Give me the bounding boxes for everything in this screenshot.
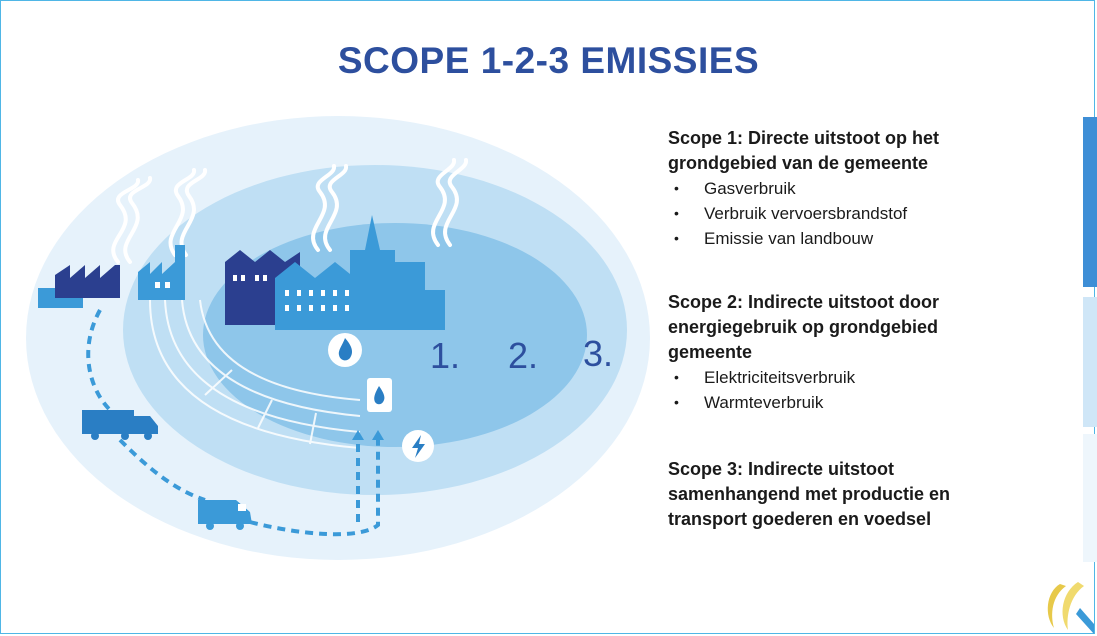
scope-1-heading: Scope 1: Directe uitstoot op het grondge… xyxy=(668,128,940,173)
scope-2-heading: Scope 2: Indirecte uitstoot door energie… xyxy=(668,292,940,362)
transport-routes xyxy=(86,309,380,537)
slide-title: SCOPE 1-2-3 EMISSIES xyxy=(337,40,760,81)
side-bar-scope-3 xyxy=(1083,434,1097,562)
flame-icon xyxy=(328,333,362,367)
smoke-plumes xyxy=(111,158,468,264)
infrastructure-arcs xyxy=(149,299,361,449)
arrow-heads xyxy=(352,430,384,440)
city-buildings xyxy=(225,215,445,330)
side-bar-scope-1 xyxy=(1083,117,1097,287)
scope-1-block: Scope 1: Directe uitstoot op het grondge… xyxy=(668,126,939,251)
van-icon xyxy=(198,500,252,530)
side-bar-scope-2 xyxy=(1083,297,1097,427)
scope-1-bullets: •Gasverbruik •Verbruik vervoersbrandstof… xyxy=(668,176,939,251)
list-item: •Emissie van landbouw xyxy=(674,229,874,248)
scope-3-heading: Scope 3: Indirecte uitstoot samenhangend… xyxy=(668,459,951,529)
lightning-icon xyxy=(402,430,434,462)
scope-2-block: Scope 2: Indirecte uitstoot door energie… xyxy=(668,290,939,415)
scope-3-block: Scope 3: Indirecte uitstoot samenhangend… xyxy=(668,457,950,532)
ring-label-2: 2. xyxy=(508,335,538,376)
logo xyxy=(1047,582,1094,634)
list-item: •Warmteverbruik xyxy=(674,393,824,412)
fuel-drop-icon xyxy=(367,378,392,412)
ring-label-3: 3. xyxy=(583,333,613,374)
ring-label-1: 1. xyxy=(430,335,460,376)
list-item: •Gasverbruik xyxy=(674,179,796,198)
factory-icon xyxy=(38,245,185,308)
scope-2-bullets: •Elektriciteitsverbruik •Warmteverbruik xyxy=(668,365,939,415)
scope-diagram: 1. 2. 3. xyxy=(26,116,650,560)
list-item: •Verbruik vervoersbrandstof xyxy=(674,204,908,223)
list-item: •Elektriciteitsverbruik xyxy=(674,368,856,387)
truck-icon xyxy=(82,410,158,440)
